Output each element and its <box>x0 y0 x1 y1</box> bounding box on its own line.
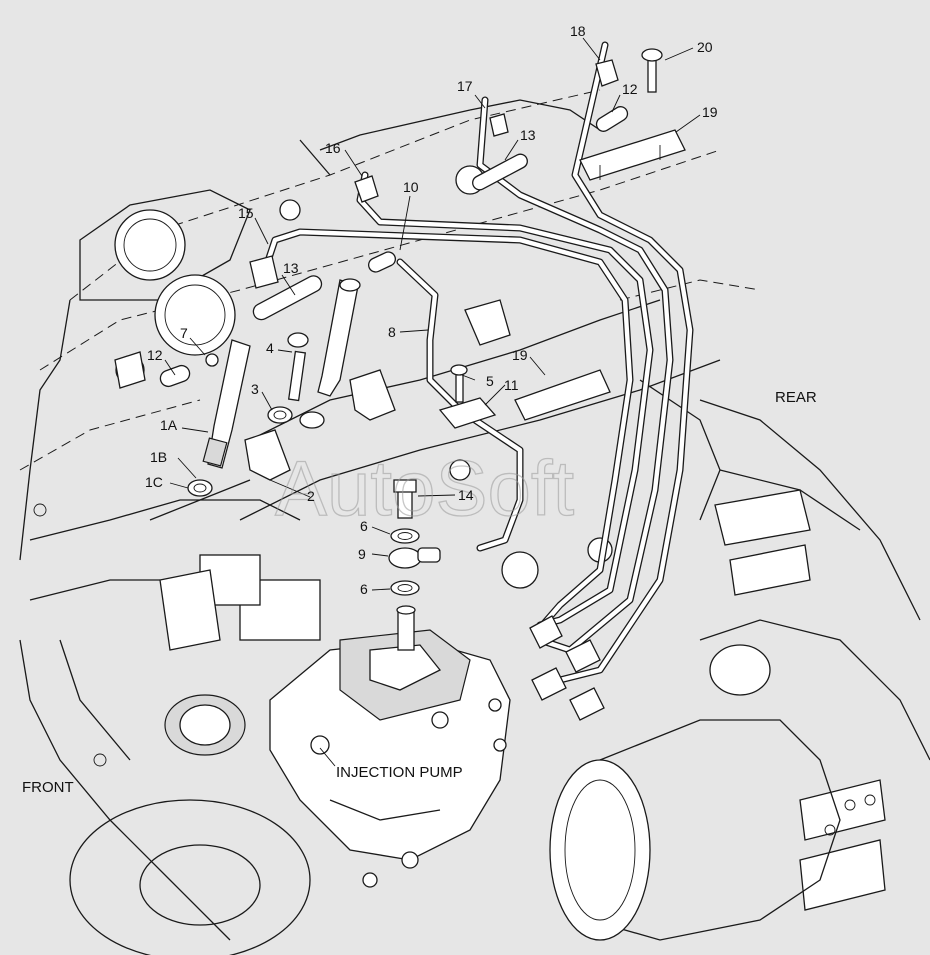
watermark-text: AutoSoft <box>275 444 575 532</box>
callout-17: 17 <box>457 78 473 94</box>
callout-14: 14 <box>458 487 474 503</box>
fuel-injection-lines <box>249 41 694 721</box>
callout-8: 8 <box>388 324 396 340</box>
callout-numbers: 18 20 17 12 19 13 16 10 15 13 7 12 4 8 1… <box>145 23 718 597</box>
callout-6-upper: 6 <box>360 518 368 534</box>
callout-1b: 1B <box>150 449 167 465</box>
callout-leaders <box>164 37 701 767</box>
callout-12-upper: 12 <box>622 81 638 97</box>
callout-11: 11 <box>504 377 519 393</box>
callout-18: 18 <box>570 23 586 39</box>
callout-3: 3 <box>251 381 259 397</box>
callout-13-lower: 13 <box>283 260 299 276</box>
injection-pump-label: INJECTION PUMP <box>336 764 463 781</box>
callout-19-lower: 19 <box>512 347 528 363</box>
callout-5: 5 <box>486 373 494 389</box>
callout-15: 15 <box>238 205 254 221</box>
callout-1c: 1C <box>145 474 163 490</box>
callout-20: 20 <box>697 39 713 55</box>
callout-4: 4 <box>266 340 274 356</box>
front-label: FRONT <box>22 779 74 796</box>
callout-7: 7 <box>180 325 188 341</box>
callout-1a: 1A <box>160 417 178 433</box>
callout-10: 10 <box>403 179 419 195</box>
callout-12-lower: 12 <box>147 347 163 363</box>
callout-9: 9 <box>358 546 366 562</box>
callout-13-upper: 13 <box>520 127 536 143</box>
callout-6-lower: 6 <box>360 581 368 597</box>
rear-label: REAR <box>775 389 817 406</box>
callout-19-upper: 19 <box>702 104 718 120</box>
callout-2: 2 <box>307 488 315 504</box>
callout-16: 16 <box>325 140 341 156</box>
leak-off-pipes-and-injectors <box>114 48 686 596</box>
injection-pump-assembly <box>159 554 511 888</box>
